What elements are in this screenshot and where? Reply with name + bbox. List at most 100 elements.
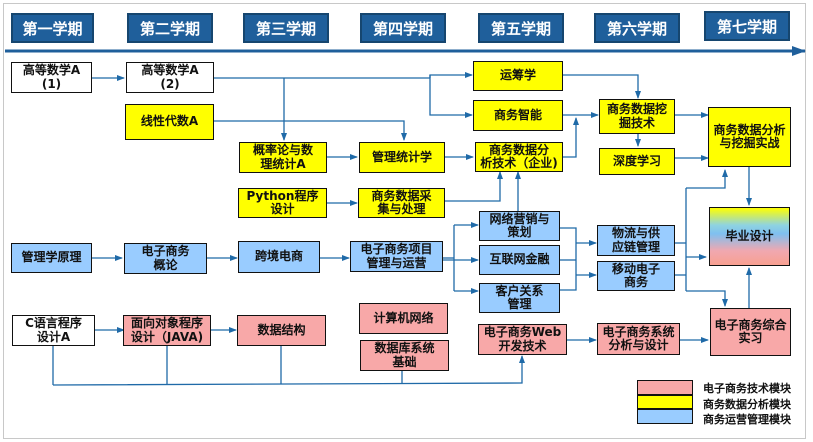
course-name: 物流与供 xyxy=(611,226,660,241)
course-name: 高等数学A xyxy=(141,63,199,78)
course-name: 毕业设计 xyxy=(725,228,774,243)
course-name: 互联网金融 xyxy=(489,252,550,267)
legend-swatch-data xyxy=(637,395,693,409)
course-logistics[interactable]: 物流与供应链管理 xyxy=(597,225,675,256)
course-data-analysis-tech[interactable]: 商务数据分析技术（企业) xyxy=(475,142,563,172)
semester-5: 第五学期 xyxy=(478,13,564,43)
edge-or-mining xyxy=(563,74,641,99)
course-python[interactable]: Python程序设计 xyxy=(238,188,327,218)
course-name: 商务智能 xyxy=(493,107,542,122)
course-name-line2: (2) xyxy=(160,76,180,91)
course-name-line2: 设计A xyxy=(36,329,71,344)
course-cross-border[interactable]: 跨境电商 xyxy=(238,241,320,273)
course-name: 电子商务系统 xyxy=(602,324,675,339)
course-ec-intro[interactable]: 电子商务概论 xyxy=(124,243,207,274)
course-name: 电子商务 xyxy=(141,244,190,259)
semester-3: 第三学期 xyxy=(243,13,329,43)
course-computer-network[interactable]: 计算机网络 xyxy=(359,303,448,334)
course-analysis-practice[interactable]: 商务数据分析与挖掘实战 xyxy=(708,107,791,167)
course-name-line2: (1) xyxy=(41,76,62,91)
course-crm[interactable]: 客户关系管理 xyxy=(479,283,560,313)
course-net-marketing[interactable]: 网络营销与策划 xyxy=(479,211,560,241)
course-name: 商务数据分析 xyxy=(713,122,786,137)
course-name-line2: 开发技术 xyxy=(498,338,547,353)
course-name-line2: 应链管理 xyxy=(611,239,660,254)
edge-marketing-merge xyxy=(560,227,577,291)
course-name: 深度学习 xyxy=(612,153,661,168)
course-name-line2: 商务 xyxy=(623,275,648,289)
course-linear-algebra[interactable]: 线性代数A xyxy=(125,104,214,140)
legend-label-ops: 商务运营管理模块 xyxy=(703,413,791,426)
course-ec-project[interactable]: 电子商务项目管理与运营 xyxy=(350,241,443,272)
course-math-a1[interactable]: 高等数学A(1) xyxy=(11,62,92,93)
course-data-structures[interactable]: 数据结构 xyxy=(237,315,326,346)
course-ec-internship[interactable]: 电子商务综合实习 xyxy=(710,308,791,356)
course-name-line2: 基础 xyxy=(392,354,417,369)
course-name: 数据库系统 xyxy=(374,341,435,356)
semester-1: 第一学期 xyxy=(11,13,94,43)
edge-bottom-bus xyxy=(52,355,525,386)
course-name-line2: 集与处理 xyxy=(377,202,426,216)
course-operations-research[interactable]: 运筹学 xyxy=(473,61,563,91)
semester-6: 第六学期 xyxy=(594,13,680,43)
course-c-programming[interactable]: C语言程序设计A xyxy=(12,315,95,346)
diagram-frame xyxy=(3,3,806,439)
edge-to-practice xyxy=(686,169,728,189)
course-name: 商务数据挖 xyxy=(606,102,667,117)
course-name: 客户关系 xyxy=(495,283,544,298)
course-database[interactable]: 数据库系统基础 xyxy=(360,340,449,371)
legend-label-data: 商务数据分析模块 xyxy=(703,398,791,411)
course-name: 管理统计学 xyxy=(371,149,432,164)
course-name-line2: 管理与运营 xyxy=(366,255,427,270)
edge-linalg-mgmtstats xyxy=(213,120,407,141)
edge-math2-or xyxy=(429,72,473,78)
course-name: 商务数据分 xyxy=(488,142,549,157)
course-name: 计算机网络 xyxy=(373,310,434,325)
course-name: 面向对象程序 xyxy=(130,316,203,331)
semester-2: 第二学期 xyxy=(127,13,213,43)
semester-4: 第四学期 xyxy=(360,13,446,43)
course-data-collection[interactable]: 商务数据采集与处理 xyxy=(358,188,445,218)
course-probability[interactable]: 概率论与数理统计A xyxy=(239,142,327,173)
course-name-line2: 设计 xyxy=(270,202,295,216)
edge-to-internship xyxy=(686,290,728,307)
legend-swatch-ops xyxy=(637,409,693,424)
course-name-line2: 分析与设计 xyxy=(608,338,669,352)
semester-7: 第七学期 xyxy=(704,11,790,41)
course-name: 数据结构 xyxy=(257,322,306,337)
edge-analysis-mining xyxy=(563,117,579,158)
course-name: 电子商务项目 xyxy=(360,242,433,257)
course-business-intelligence[interactable]: 商务智能 xyxy=(473,100,563,131)
course-mgmt-stats[interactable]: 管理统计学 xyxy=(359,142,445,173)
course-name-line2: 理统计A xyxy=(260,156,306,171)
course-system-analysis[interactable]: 电子商务系统分析与设计 xyxy=(597,323,680,355)
course-name-line2: 设计（JAVA) xyxy=(130,329,204,344)
course-name: 管理学原理 xyxy=(21,250,82,265)
course-mobile-ec[interactable]: 移动电子商务 xyxy=(597,261,675,291)
course-name: 移动电子 xyxy=(611,261,660,276)
course-name-line2: 掘技术 xyxy=(618,115,655,130)
course-graduation[interactable]: 毕业设计 xyxy=(709,207,790,266)
course-name: 电子商务Web xyxy=(483,325,562,340)
course-deep-learning[interactable]: 深度学习 xyxy=(599,148,675,175)
course-math-a2[interactable]: 高等数学A(2) xyxy=(126,62,214,93)
course-name-line2: 与挖掘实战 xyxy=(719,136,780,150)
course-name: 运筹学 xyxy=(499,68,536,83)
course-data-mining[interactable]: 商务数据挖掘技术 xyxy=(599,99,675,134)
edge-collection-analysis xyxy=(445,171,503,202)
course-name: 网络营销与 xyxy=(489,211,550,226)
course-name: 概率论与数 xyxy=(252,143,313,158)
course-name-line2: 概论 xyxy=(153,257,178,272)
course-oop-java[interactable]: 面向对象程序设计（JAVA) xyxy=(123,315,211,346)
course-internet-finance[interactable]: 互联网金融 xyxy=(479,245,560,275)
course-name: 电子商务综合 xyxy=(714,317,787,332)
edge-math2-bi xyxy=(429,75,473,118)
course-mgmt-principles[interactable]: 管理学原理 xyxy=(11,243,92,273)
course-name: C语言程序 xyxy=(25,316,82,331)
course-name: Python程序 xyxy=(246,188,319,203)
course-name: 跨境电商 xyxy=(254,249,303,264)
course-name: 线性代数A xyxy=(140,114,199,129)
course-name-line2: 实习 xyxy=(738,331,763,345)
